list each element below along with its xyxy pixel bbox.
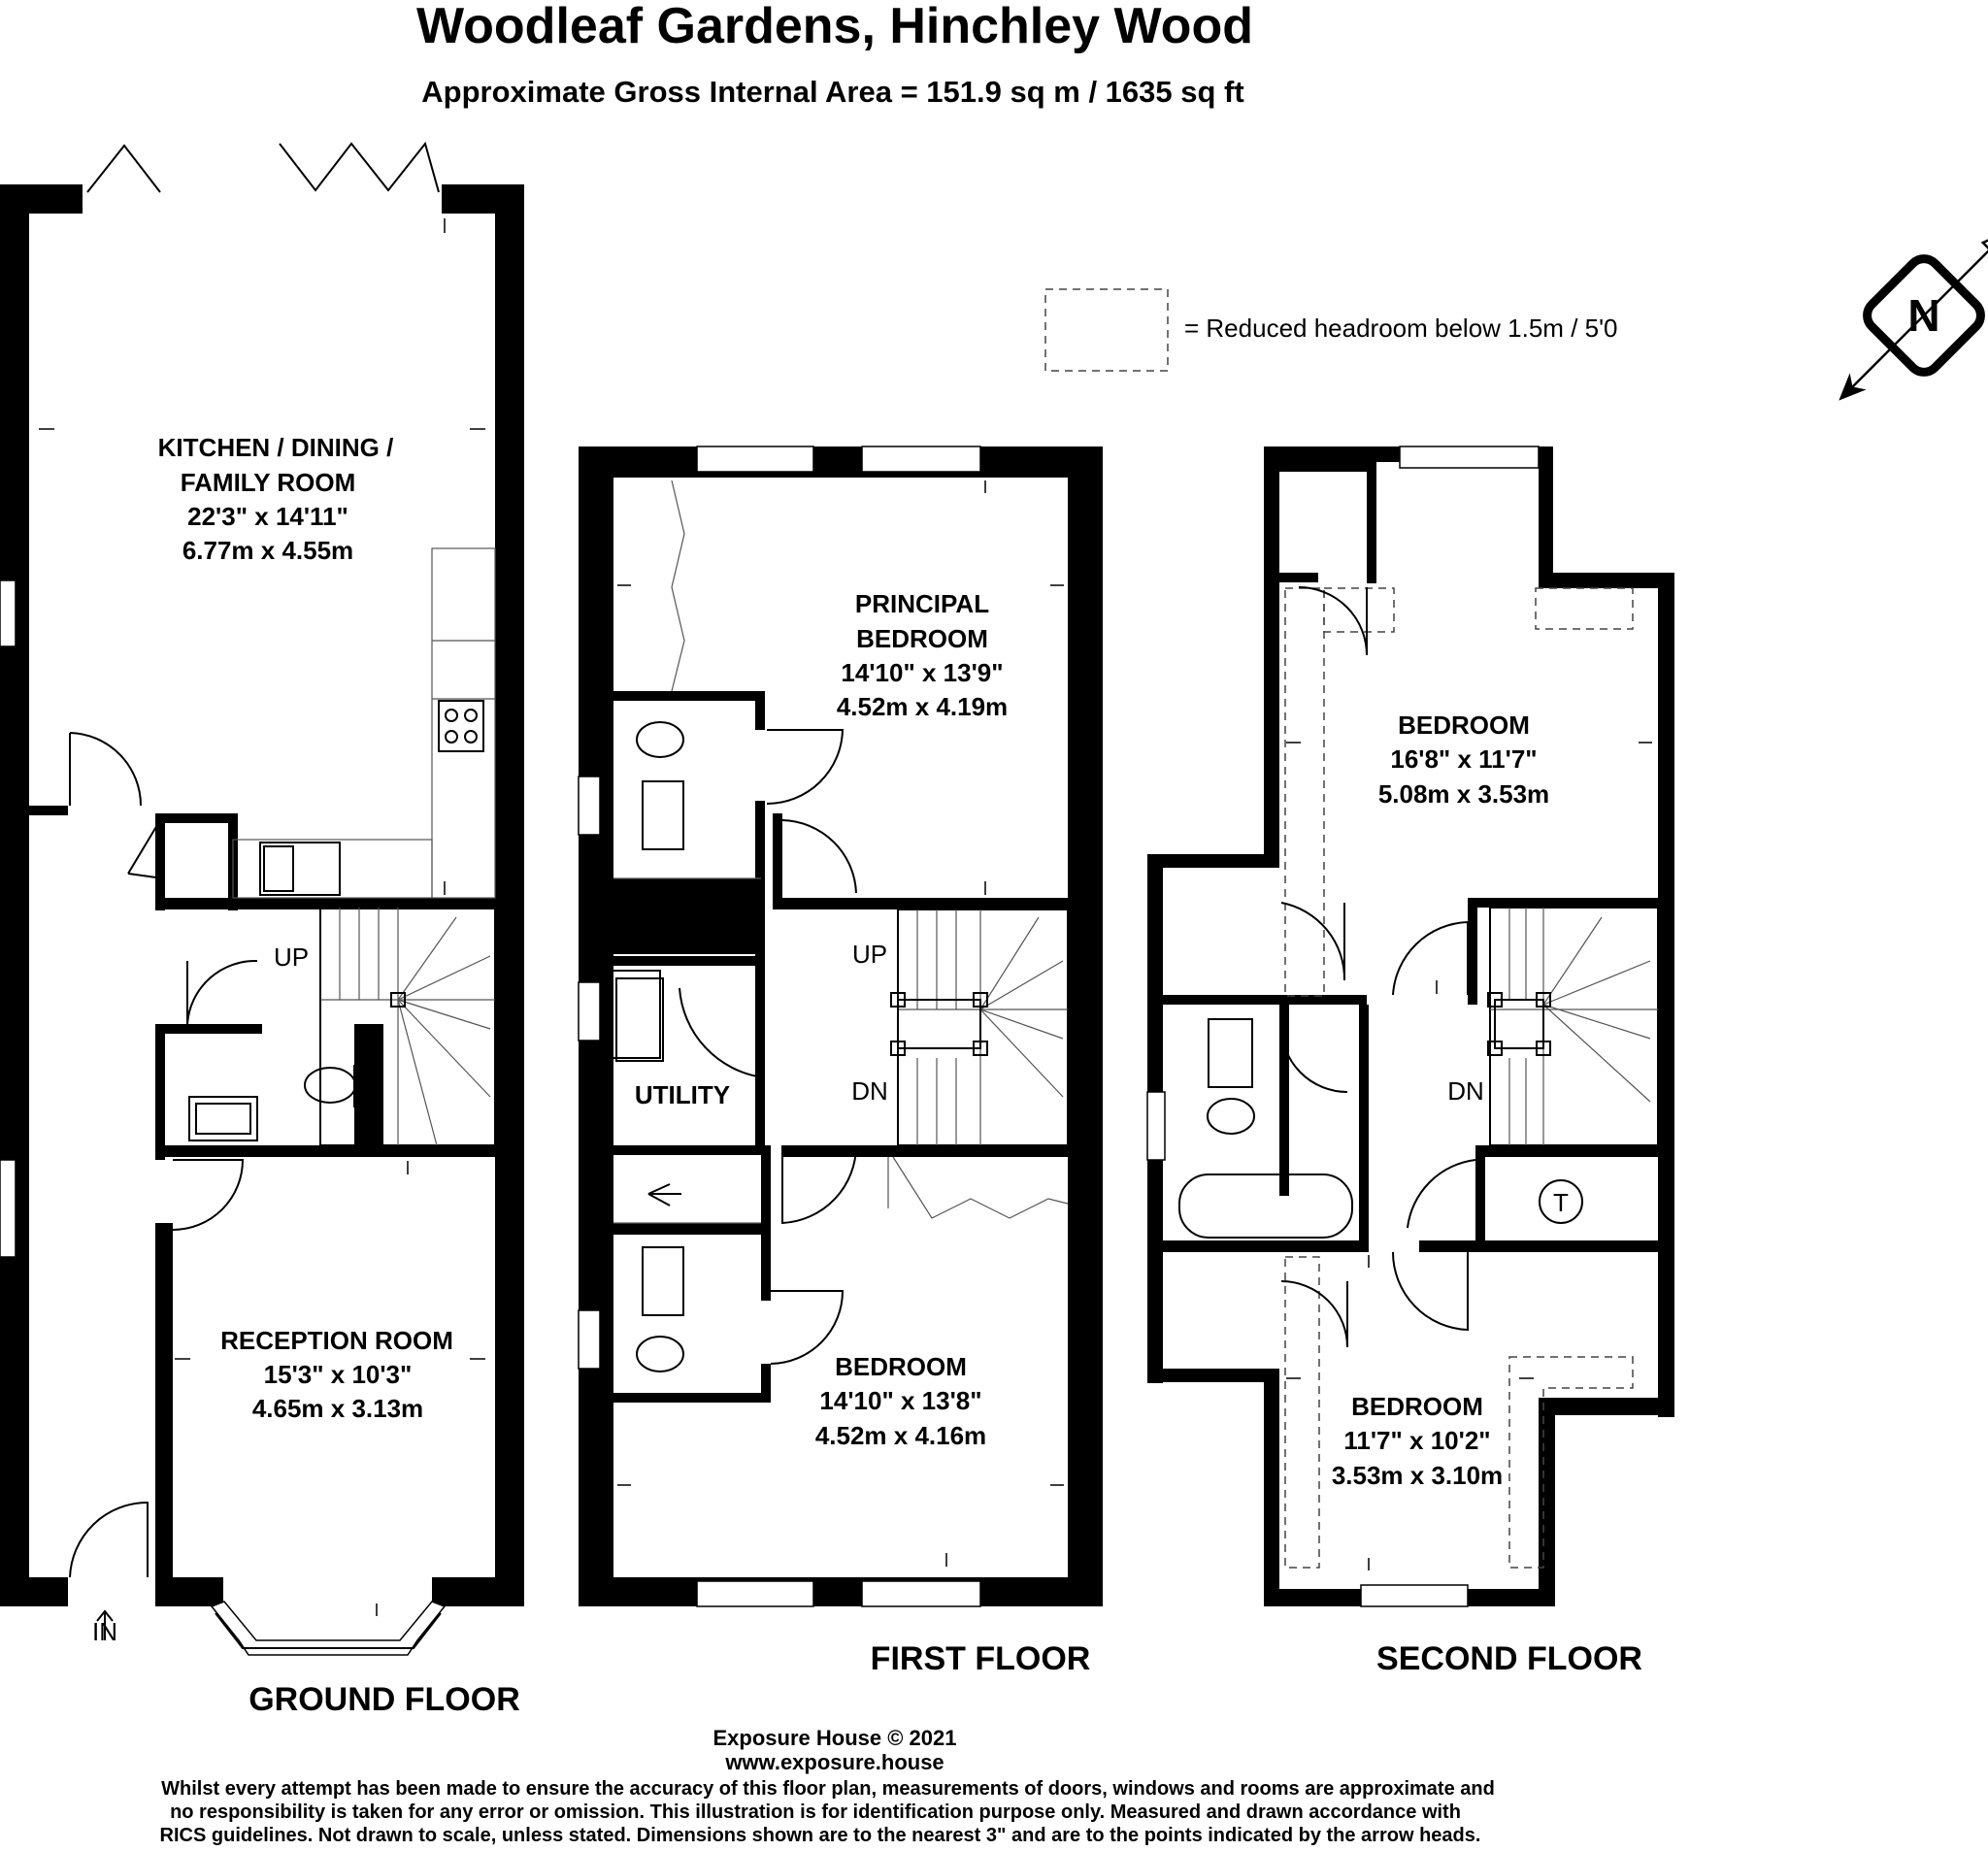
utility-label: UTILITY: [635, 1080, 730, 1109]
bedroom-3-metric: 3.53m x 3.10m: [1332, 1461, 1503, 1490]
second-floor-label: SECOND FLOOR: [1376, 1640, 1642, 1677]
second-floor-plan: [1146, 446, 1674, 1607]
first-stairs-up: UP: [852, 940, 887, 969]
reduced-headroom-swatch: [1044, 288, 1169, 372]
reception-imperial: 15'3" x 10'3": [264, 1360, 413, 1389]
disclaimer-line2: no responsibility is taken for any error…: [170, 1801, 1461, 1823]
principal-name-line2: BEDROOM: [856, 624, 988, 653]
bedroom-2-name: BEDROOM: [1398, 711, 1530, 740]
bedroom-1-imperial: 14'10" x 13'8": [819, 1386, 981, 1415]
footer-copyright: Exposure House © 2021: [713, 1726, 957, 1750]
bedroom-1-name: BEDROOM: [835, 1352, 967, 1381]
compass-letter: N: [1907, 290, 1939, 341]
footer-website: www.exposure.house: [724, 1750, 944, 1774]
kitchen-imperial: 22'3" x 14'11": [187, 502, 348, 531]
first-floor-label: FIRST FLOOR: [871, 1640, 1091, 1677]
principal-metric: 4.52m x 4.19m: [837, 692, 1008, 721]
disclaimer-line1: Whilst every attempt has been made to en…: [161, 1778, 1495, 1800]
second-stairs-down: DN: [1447, 1076, 1484, 1106]
kitchen-metric: 6.77m x 4.55m: [182, 536, 353, 565]
ground-stairs-up: UP: [274, 942, 309, 972]
ground-floor-plan: [0, 141, 524, 1656]
bedroom-1-metric: 4.52m x 4.16m: [815, 1421, 986, 1450]
bedroom-3-imperial: 11'7" x 10'2": [1343, 1426, 1490, 1455]
ground-floor-label: GROUND FLOOR: [248, 1681, 520, 1718]
principal-name-line1: PRINCIPAL: [855, 589, 989, 618]
legend-label: = Reduced headroom below 1.5m / 5'0: [1184, 314, 1618, 343]
principal-imperial: 14'10" x 13'9": [841, 658, 1003, 687]
compass-icon: N: [1839, 227, 1988, 401]
reception-name: RECEPTION ROOM: [220, 1326, 453, 1355]
hob-icon: [438, 700, 484, 752]
legend: = Reduced headroom below 1.5m / 5'0: [1044, 288, 1618, 372]
plan-subtitle: Approximate Gross Internal Area = 151.9 …: [421, 75, 1243, 109]
disclaimer-line3: RICS guidelines. Not drawn to scale, unl…: [160, 1825, 1481, 1846]
first-stairs-down: DN: [851, 1076, 888, 1106]
first-floor-plan: [578, 446, 1103, 1607]
kitchen-name-line1: KITCHEN / DINING /: [158, 433, 394, 462]
tank-label: T: [1553, 1188, 1569, 1217]
plan-title: Woodleaf Gardens, Hinchley Wood: [416, 0, 1253, 54]
bedroom-3-name: BEDROOM: [1351, 1392, 1483, 1421]
kitchen-name-line2: FAMILY ROOM: [181, 468, 356, 497]
bedroom-2-metric: 5.08m x 3.53m: [1378, 779, 1549, 809]
bedroom-2-imperial: 16'8" x 11'7": [1390, 744, 1537, 774]
reception-metric: 4.65m x 3.13m: [252, 1394, 423, 1423]
entrance-label: IN: [92, 1617, 117, 1646]
